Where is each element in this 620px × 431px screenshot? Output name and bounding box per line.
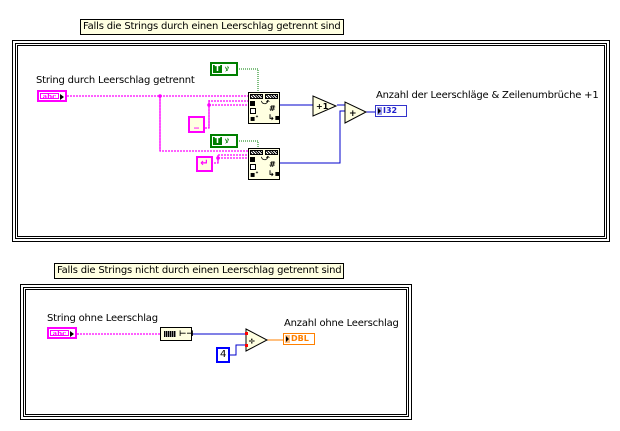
search-count-subvi-2[interactable]: ▪ᐩ # ⤻ ↳▪ <box>248 148 280 180</box>
output-terminal-icon <box>70 331 74 337</box>
count-icon: # <box>269 160 276 169</box>
frame2-caption: Falls die Strings nicht durch einen Leer… <box>54 263 345 279</box>
wire-space-to-node1 <box>205 104 248 129</box>
input-label-string-no-space: String ohne Leerschlag <box>47 313 158 324</box>
newline-string-constant[interactable]: ↵ <box>196 156 213 172</box>
string-control-no-space[interactable]: abc <box>47 327 77 339</box>
boolean-glyph-icon: ꝟ <box>225 64 230 73</box>
input-terminal-icon <box>377 107 382 115</box>
search-count-subvi-1[interactable]: ▪ᐩ # ⤻ ↳▪ <box>248 92 280 124</box>
boolean-constant-true-1[interactable]: T ꝟ <box>210 62 238 76</box>
svg-text:÷: ÷ <box>248 337 256 347</box>
svg-text:+1: +1 <box>316 102 329 111</box>
i32-indicator[interactable]: I32 <box>375 105 407 117</box>
string-length-node[interactable]: ⊢⊣ <box>160 327 194 341</box>
input-label-string-separated: String durch Leerschlag getrennt <box>36 75 195 86</box>
boolean-glyph-icon: ꝟ <box>225 136 230 145</box>
input-terminal-icon <box>285 335 290 343</box>
dbl-indicator[interactable]: DBL <box>283 333 315 345</box>
return-icon: ↵ <box>200 158 209 169</box>
string-type-label: abc <box>50 330 69 337</box>
junction-dot <box>158 94 162 98</box>
wire-4-to-divide <box>229 344 246 356</box>
boolean-constant-true-2[interactable]: T ꝟ <box>210 134 238 148</box>
output-label-no-space: Anzahl ohne Leerschlag <box>284 318 399 329</box>
divisor-constant[interactable]: 4 <box>216 347 230 363</box>
wire-bool-2 <box>237 140 259 149</box>
add-node[interactable]: + <box>344 101 368 124</box>
wire-bool-1 <box>237 68 259 93</box>
string-type-label: abc <box>40 93 59 100</box>
increment-node[interactable]: +1 <box>312 95 338 117</box>
frame1-caption: Falls die Strings durch einen Leerschlag… <box>80 19 344 35</box>
wire-count2-to-add <box>280 110 345 164</box>
divide-node[interactable]: ÷ <box>245 328 269 352</box>
string-length-icon: ⊢⊣ <box>179 329 194 338</box>
frame1-structure[interactable] <box>12 40 610 242</box>
svg-text:+: + <box>349 109 357 119</box>
space-string-constant[interactable]: _ <box>188 116 205 133</box>
output-terminal-icon <box>60 94 64 100</box>
string-control-separated[interactable]: abc <box>37 90 67 102</box>
junction-dot <box>207 103 211 107</box>
output-label-count: Anzahl der Leerschläge & Zeilenumbrüche … <box>376 90 599 101</box>
junction-dot <box>216 156 220 160</box>
count-icon: # <box>269 104 276 113</box>
